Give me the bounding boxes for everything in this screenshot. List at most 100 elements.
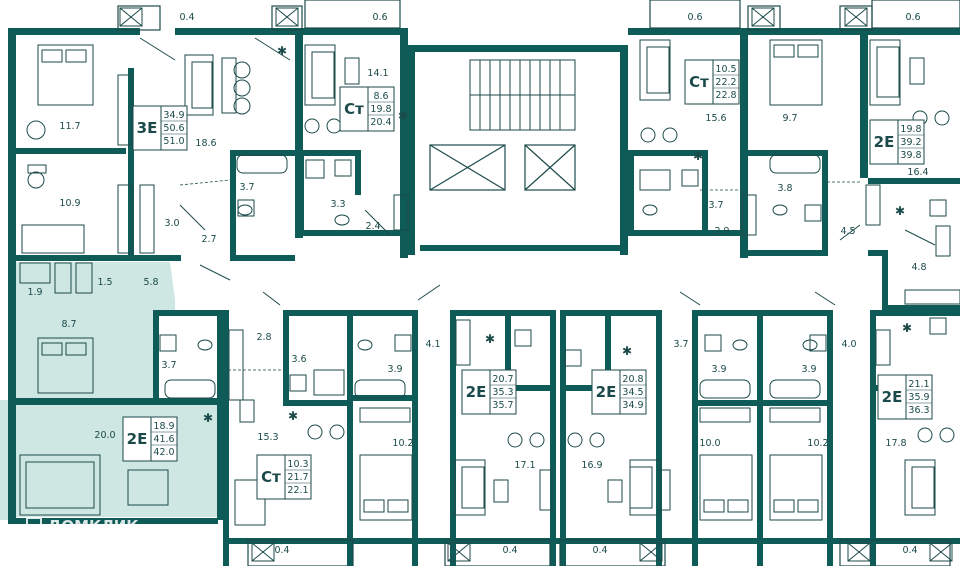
apartment-type: Ст xyxy=(689,73,709,91)
room-area: 0.4 xyxy=(274,545,289,556)
room-area: 0.4 xyxy=(902,545,917,556)
room-area: 4.8 xyxy=(911,262,926,273)
room-area: 3.7 xyxy=(708,200,723,211)
apartment-area-value: 34.9 xyxy=(622,400,643,411)
apartment-area-value: 19.8 xyxy=(370,104,391,115)
watermark-text: ДОМКЛИК xyxy=(48,517,139,535)
apartment-area-value: 39.2 xyxy=(900,137,921,148)
apartment-labels: 3E 34.9 50.6 51.0 Ст 8.6 19.8 20.4 Ст 10.5 22.2 22.… xyxy=(122,59,933,500)
window-x-marks xyxy=(119,7,953,562)
apartment-area-value: 35.9 xyxy=(908,392,929,403)
apartment-type: Ст xyxy=(344,100,364,118)
svg-text:✱: ✱ xyxy=(895,204,905,218)
room-area: 4.0 xyxy=(841,339,856,350)
svg-text:✱: ✱ xyxy=(288,409,298,423)
apartment-area-value: 21.1 xyxy=(908,379,929,390)
apartment-card-a9[interactable]: 2E 21.1 35.9 36.3 xyxy=(877,374,933,420)
svg-text:✱: ✱ xyxy=(277,44,287,58)
apartment-area-value: 10.3 xyxy=(287,459,308,470)
apartment-area-value: 39.8 xyxy=(900,150,921,161)
room-area: 2.8 xyxy=(256,332,271,343)
furniture xyxy=(19,39,955,526)
stove-markers: ✱ ✱ ✱ ✱ ✱ ✱ ✱ ✱ ✱ xyxy=(203,44,912,425)
apartment-area-value: 22.8 xyxy=(715,90,736,101)
room-area: 3.9 xyxy=(801,364,816,375)
room-area: 17.1 xyxy=(514,460,535,471)
staircase xyxy=(469,59,576,131)
room-area: 0.4 xyxy=(502,545,517,556)
room-area: 8.7 xyxy=(61,319,76,330)
apartment-area-value: 20.4 xyxy=(370,117,391,128)
room-area: 3.9 xyxy=(387,364,402,375)
room-area: 20.0 xyxy=(94,430,115,441)
apartment-type: 2E xyxy=(466,383,487,401)
room-area: 4.5 xyxy=(840,226,855,237)
room-area: 3.7 xyxy=(673,339,688,350)
apartment-area-value: 35.7 xyxy=(492,400,513,411)
room-area: 3.9 xyxy=(711,364,726,375)
room-area: 3.7 xyxy=(239,182,254,193)
room-area: 0.6 xyxy=(687,12,702,23)
room-area: 2.9 xyxy=(714,226,729,237)
room-area: 2.4 xyxy=(365,221,380,232)
svg-text:✱: ✱ xyxy=(203,411,213,425)
room-area: 0.6 xyxy=(905,12,920,23)
apartment-area-value: 20.8 xyxy=(622,374,643,385)
apartment-card-a4[interactable]: 2E 19.8 39.2 39.8 xyxy=(869,119,925,165)
room-area: 17.8 xyxy=(885,438,906,449)
apartment-type: 2E xyxy=(882,388,903,406)
selected-apartment-highlight xyxy=(0,262,222,520)
apartment-area-value: 8.6 xyxy=(373,91,388,102)
apartment-area-value: 19.8 xyxy=(900,124,921,135)
apartment-card-a3[interactable]: Ст 10.5 22.2 22.8 xyxy=(684,59,740,105)
room-area: 9.7 xyxy=(782,113,797,124)
apartment-area-value: 34.9 xyxy=(163,110,184,121)
room-area: 16.4 xyxy=(907,167,928,178)
apartment-area-value: 10.5 xyxy=(715,64,736,75)
diagonal-corridor-lines xyxy=(139,37,936,306)
apartment-type: 2E xyxy=(127,430,148,448)
svg-text:✱: ✱ xyxy=(485,332,495,346)
apartment-area-value: 18.9 xyxy=(153,421,174,432)
room-area: 18.6 xyxy=(195,138,216,149)
room-area: 5.8 xyxy=(143,277,158,288)
apartment-area-value: 36.3 xyxy=(908,405,929,416)
room-area: 3.0 xyxy=(164,218,179,229)
apartment-area-value: 50.6 xyxy=(163,123,184,134)
room-area: 10.2 xyxy=(807,438,828,449)
door-lines xyxy=(179,179,860,371)
apartment-area-value: 51.0 xyxy=(163,136,184,147)
room-area: 3.3 xyxy=(330,199,345,210)
apartment-area-value: 21.7 xyxy=(287,472,308,483)
room-area: 2.7 xyxy=(201,234,216,245)
wardrobes xyxy=(19,74,960,423)
room-area: 4.1 xyxy=(425,339,440,350)
svg-text:✱: ✱ xyxy=(902,321,912,335)
room-area: 0.4 xyxy=(592,545,607,556)
apartment-area-value: 22.2 xyxy=(715,77,736,88)
room-area: 0.4 xyxy=(179,12,194,23)
apartment-area-value: 20.7 xyxy=(492,374,513,385)
apartment-card-a1[interactable]: 3E 34.9 50.6 51.0 xyxy=(132,105,188,151)
apartment-area-value: 41.6 xyxy=(153,434,174,445)
apartment-type: 2E xyxy=(874,133,895,151)
svg-text:✱: ✱ xyxy=(693,149,703,163)
apartment-type: 3E xyxy=(137,119,158,137)
apartment-card-a2[interactable]: Ст 8.6 19.8 20.4 xyxy=(339,86,395,132)
room-area: 0.6 xyxy=(372,12,387,23)
room-area: 10.0 xyxy=(699,438,720,449)
room-area: 3.6 xyxy=(291,354,306,365)
room-area: 10.2 xyxy=(392,438,413,449)
room-area: 10.9 xyxy=(59,198,80,209)
room-area: 15.3 xyxy=(257,432,278,443)
room-area: 1.5 xyxy=(97,277,112,288)
svg-text:✱: ✱ xyxy=(398,109,408,123)
room-area: 3.7 xyxy=(161,360,176,371)
room-area: 14.1 xyxy=(367,68,388,79)
